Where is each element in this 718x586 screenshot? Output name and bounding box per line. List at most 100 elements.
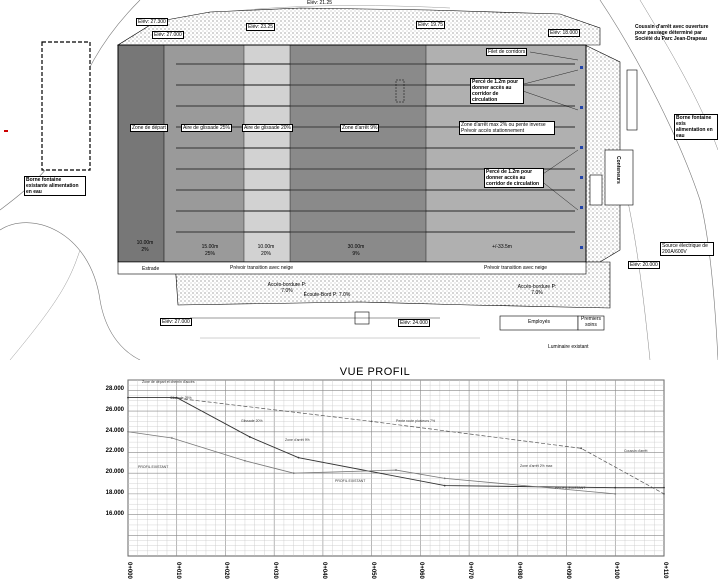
slope-start-zone — [118, 45, 164, 262]
profile-series-point — [443, 477, 446, 480]
estrade-label: Estrade — [142, 266, 160, 272]
leader-perce-2a — [539, 149, 579, 177]
employes-label: Employés — [528, 319, 550, 325]
acces-1: Accès-bordure P: 7.0% — [267, 282, 307, 294]
zone-glissade-20-label: Aire de glissade 20% — [242, 124, 293, 132]
y-tick-label: 16.000 — [105, 510, 124, 517]
leader-perce-1b — [519, 89, 579, 111]
elev-24: Élév: 24.000 — [398, 319, 430, 327]
x-tick-label: 0+110 — [662, 562, 668, 579]
coussin-note: Coussin d'arrêt avec ouverture pour pass… — [635, 24, 709, 42]
pct-3: 20% — [260, 251, 271, 257]
elev-18: Élév: 18.000 — [548, 29, 580, 37]
x-tick-label: 0+040 — [320, 562, 327, 579]
y-tick-label: 24.000 — [105, 427, 124, 434]
profile-series-point — [297, 456, 300, 459]
acces-3: Accès-bordure P: 7.0% — [517, 284, 557, 296]
pct-4: 9% — [352, 251, 360, 257]
elev-19: Élév: 19.75 — [416, 21, 446, 29]
x-tick-label: 0+070 — [467, 562, 474, 579]
pct-2: 25% — [204, 251, 215, 257]
elev-27b: Élév: 27.000 — [160, 318, 192, 326]
dim-1: 10.00m — [136, 240, 154, 246]
profile-note-glissade-20: Glissade 20% — [241, 419, 263, 423]
x-tick-label: 0+060 — [418, 562, 425, 579]
estrade-strip — [117, 261, 587, 275]
profile-note-pente-7: Pente route plusieurs 7% — [396, 419, 436, 423]
dashed-area-left — [41, 41, 91, 171]
profile-series-point — [395, 469, 397, 471]
elev-23: Élév: 23.25 — [246, 23, 276, 31]
elev-27300: Élév: 27.300 — [136, 18, 168, 26]
profile-series-point — [127, 396, 129, 399]
profile-series-point — [170, 437, 173, 439]
profile-note-pente-9: Zone d'arrêt 9% — [285, 438, 310, 442]
profile-series-point — [370, 420, 373, 423]
y-tick-label: 22.000 — [105, 448, 124, 455]
profile-series-point — [614, 486, 617, 489]
profile-note-zone-arret-2: Zone d'arrêt 2% max — [520, 464, 553, 468]
profile-series-point — [175, 396, 178, 399]
profile-series-point — [248, 436, 251, 438]
perce-label-1: Percé de 1.2m pour donner accès au corri… — [470, 78, 524, 104]
elev-27000: Élév: 27.000 — [152, 31, 184, 39]
road-curve-right — [599, 0, 718, 360]
source-note: Source électrique de 200A/600V — [660, 242, 714, 256]
pct-1: 2% — [141, 247, 149, 253]
profile-note-existant-2: PROFIL EXISTANT — [335, 479, 366, 483]
profile-title: VUE PROFIL — [339, 366, 411, 378]
conteneurs-box — [604, 149, 634, 206]
elev-21: Élév: 21.25 — [307, 0, 333, 6]
perce-label-2: Percé de 1.2m pour donner accès au corri… — [484, 168, 544, 188]
x-tick-label: 0+100 — [613, 562, 620, 579]
site-plan — [0, 0, 718, 360]
road-curve-left-3 — [9, 249, 81, 360]
dim-2: 15.00m — [201, 244, 219, 250]
profile-series-point — [580, 447, 583, 450]
blue-markers — [580, 66, 583, 249]
acces-2: Écoute-Bord P: 7.0% — [303, 292, 351, 298]
dim-3: 10.00m — [257, 244, 275, 250]
transition-1: Prévoir transition avec neige — [230, 265, 294, 271]
profile-note-depart: Zone de départ et chemin d'accès — [142, 380, 195, 384]
zone-arret-max-label: Zone d'arrêt max 2% ou pente inverse Pré… — [459, 121, 555, 135]
premiers-soins-building — [577, 315, 605, 331]
profile-note-existant-3: PROFIL EXISTANT — [555, 486, 586, 490]
zone-glissade-25-label: Aire de glissade 25% — [181, 124, 232, 132]
y-tick-label: 20.000 — [105, 469, 124, 476]
dim-4: 30.00m — [347, 244, 365, 250]
x-tick-label: 0+010 — [174, 562, 181, 579]
y-tick-label: 26.000 — [105, 407, 124, 414]
dashed-area-small — [395, 79, 405, 103]
profile-note-glissade-25: Glissade 25% — [170, 396, 192, 400]
x-tick-label: 0+090 — [564, 562, 571, 579]
profile-series-point — [614, 492, 617, 495]
transition-2: Prévoir transition avec neige — [484, 265, 548, 271]
y-tick-label: 28.000 — [105, 386, 124, 393]
x-tick-label: 0+020 — [223, 562, 230, 579]
right-box-2 — [589, 174, 603, 206]
zone-depart-label: Zone de départ — [130, 124, 168, 132]
x-tick-label: 0+050 — [369, 562, 376, 579]
slope-arret-9 — [290, 45, 426, 262]
profile-series-point — [170, 396, 173, 399]
profile-series-point — [244, 459, 246, 462]
profile-series-point — [443, 484, 446, 487]
slope-glissade-25 — [164, 45, 244, 262]
premiers-soins-label: Premiers soins — [580, 316, 601, 328]
corridors-label: Filet de corridors — [486, 48, 528, 56]
elev-20: Élév: 20.000 — [628, 261, 660, 269]
slope-glissade-20 — [244, 45, 290, 262]
y-tick-label: 18.000 — [105, 489, 124, 496]
dim-5: +/-33.5m — [492, 244, 512, 250]
x-tick-label: 0+000 — [126, 562, 132, 579]
x-tick-label: 0+080 — [515, 562, 522, 579]
profile-series-point — [663, 486, 665, 489]
profile-note-existant: PROFIL EXISTANT — [138, 465, 169, 469]
profile-series-point — [292, 472, 295, 475]
red-marker-left — [4, 130, 8, 132]
profile-series-point — [127, 430, 129, 433]
leader-perce-2b — [539, 179, 579, 211]
